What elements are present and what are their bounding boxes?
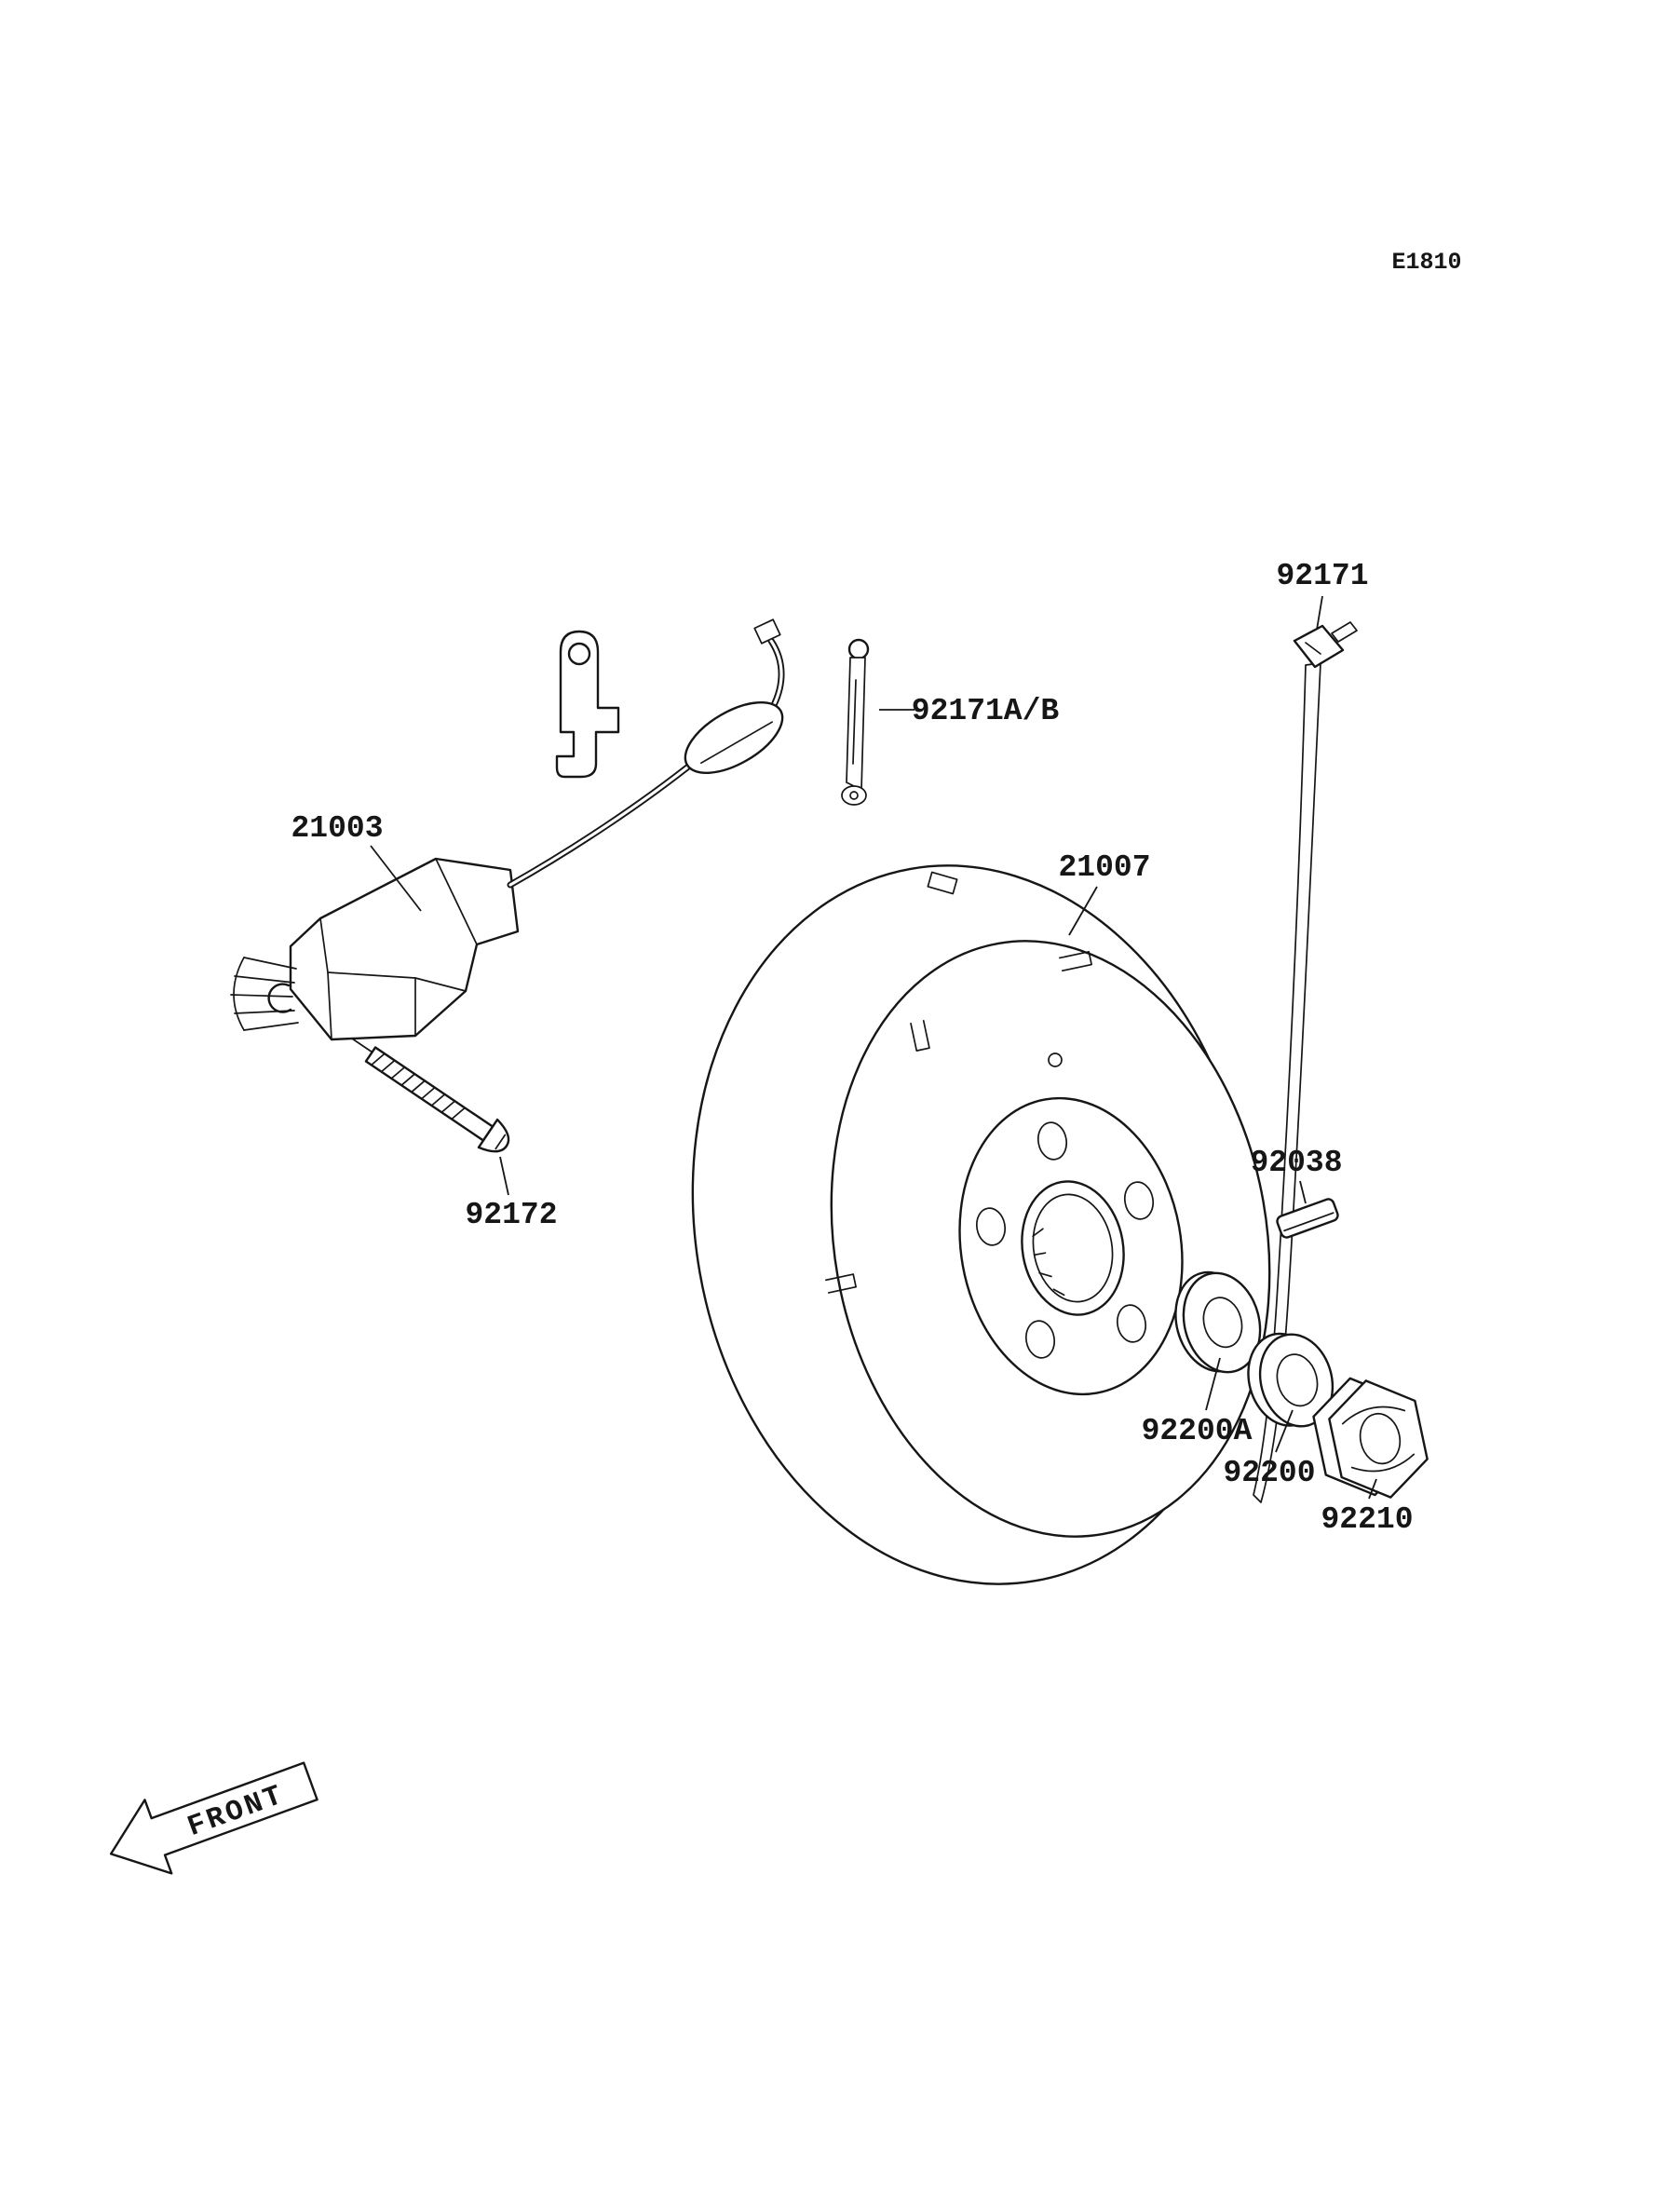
key-drawing (1276, 1198, 1339, 1239)
front-arrow: FRONT (109, 1761, 318, 1875)
bracket-drawing (555, 630, 620, 779)
part-label-92200a: 92200A (1142, 1414, 1253, 1448)
part-label-92200: 92200 (1223, 1456, 1315, 1490)
leader-lines (370, 595, 1377, 1500)
part-label-92171: 92171 (1276, 559, 1368, 593)
washer-a-drawing (1174, 1270, 1262, 1374)
flywheel-drawing (691, 864, 1271, 1585)
pickup-coil-drawing (230, 618, 785, 1126)
part-label-92171ab: 92171A/B (912, 694, 1060, 728)
nut-drawing (1312, 1377, 1429, 1499)
page-code: E1810 (1391, 249, 1461, 276)
part-label-21007: 21007 (1058, 850, 1150, 885)
bolt-drawing (364, 1046, 510, 1153)
clamp-strip-drawing (841, 638, 870, 806)
washer-drawing (1247, 1332, 1335, 1428)
cable-tie-drawing (1253, 621, 1358, 1503)
part-label-21003: 21003 (291, 811, 383, 846)
part-label-92038: 92038 (1250, 1146, 1342, 1180)
part-label-92172: 92172 (465, 1198, 557, 1232)
part-label-92210: 92210 (1321, 1502, 1413, 1537)
